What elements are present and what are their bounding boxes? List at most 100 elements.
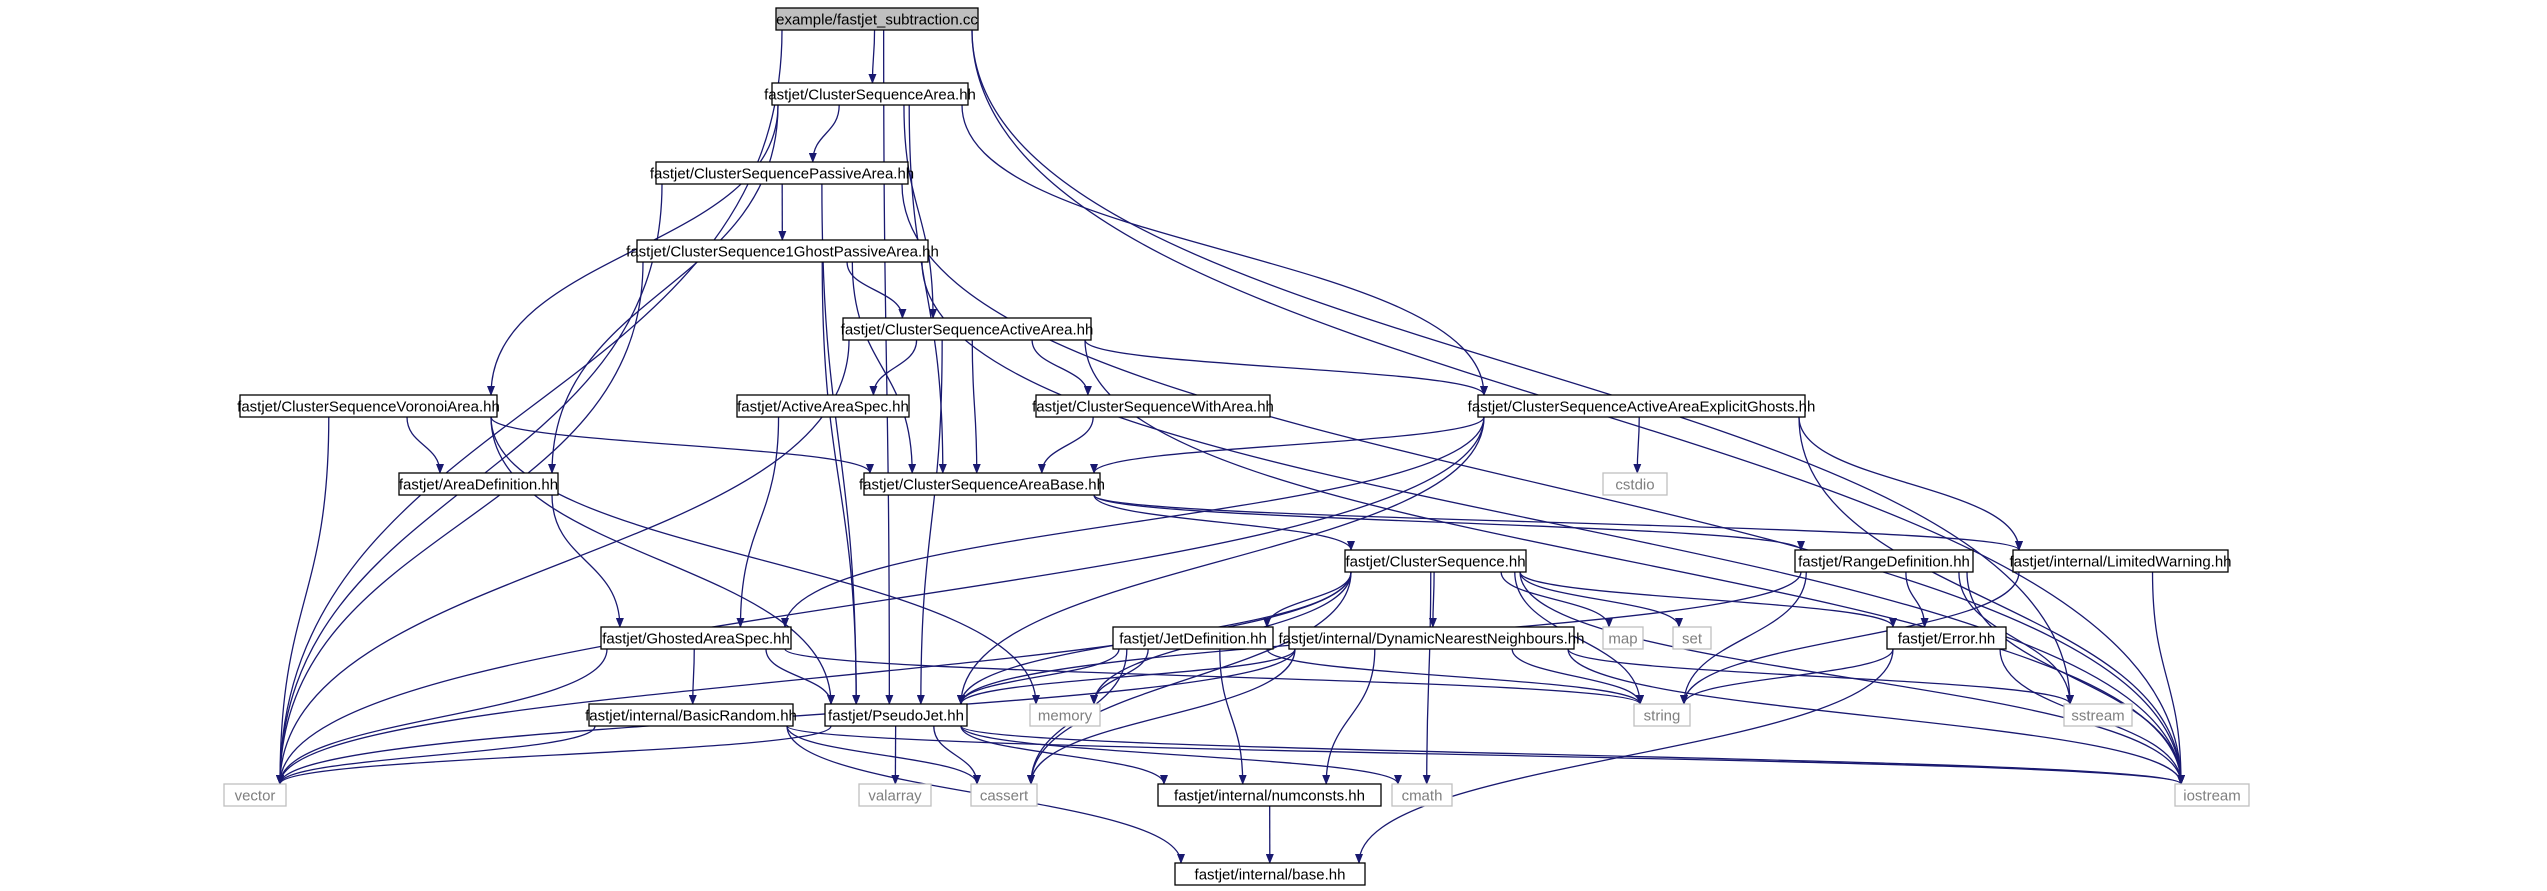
node-box xyxy=(736,394,910,418)
edge-cs-to-jd xyxy=(1263,571,1352,628)
edge-cs-to-dnn xyxy=(1428,571,1437,628)
edge-line xyxy=(1084,339,2185,785)
edge-gas-to-vector xyxy=(276,648,608,785)
node-box xyxy=(588,703,794,727)
edge-csva-to-memory xyxy=(490,416,1040,705)
node-br[interactable]: fastjet/internal/BasicRandom.hh xyxy=(585,703,797,727)
node-lw[interactable]: fastjet/internal/LimitedWarning.hh xyxy=(2009,549,2232,573)
node-box xyxy=(655,161,909,185)
node-csaaeg[interactable]: fastjet/ClusterSequenceActiveAreaExplici… xyxy=(1468,394,1816,418)
node-base[interactable]: fastjet/internal/base.hh xyxy=(1174,862,1366,886)
edge-pj-to-iostream xyxy=(960,725,2185,785)
edge-line xyxy=(883,29,894,705)
node-aas[interactable]: fastjet/ActiveAreaSpec.hh xyxy=(736,394,910,418)
node-box xyxy=(1112,626,1274,650)
edge-line xyxy=(1798,416,2023,551)
edge-rd-to-string xyxy=(1680,571,1807,705)
node-dnn[interactable]: fastjet/internal/DynamicNearestNeighbour… xyxy=(1279,626,1585,650)
edge-csaaeg-to-iostream xyxy=(1798,416,2185,785)
edge-csaa-to-iostream xyxy=(1084,339,2185,785)
edge-dnn-to-string xyxy=(1511,648,1644,705)
edge-root-to-csa xyxy=(868,29,877,84)
node-box xyxy=(2174,783,2250,807)
node-cstdio: cstdio xyxy=(1602,472,1668,496)
node-label: fastjet/internal/base.hh xyxy=(1195,867,1346,884)
node-csaa[interactable]: fastjet/ClusterSequenceActiveArea.hh xyxy=(841,317,1094,341)
node-label: cmath xyxy=(1402,788,1443,805)
node-box xyxy=(1602,472,1668,496)
edge-pj-to-cmath xyxy=(960,725,1402,785)
node-label: fastjet/ClusterSequenceArea.hh xyxy=(764,87,976,104)
node-box xyxy=(239,394,498,418)
node-cswa[interactable]: fastjet/ClusterSequenceWithArea.hh xyxy=(1032,394,1274,418)
edge-err-to-string xyxy=(1680,648,1894,705)
edge-line xyxy=(1966,571,2185,785)
node-cs1g[interactable]: fastjet/ClusterSequence1GhostPassiveArea… xyxy=(626,239,939,263)
node-label: fastjet/ClusterSequenceWithArea.hh xyxy=(1032,399,1274,416)
edge-line xyxy=(551,494,624,628)
node-cs[interactable]: fastjet/ClusterSequence.hh xyxy=(1344,549,1527,573)
edge-gas-to-string xyxy=(784,648,1644,705)
edge-cswa-to-csab xyxy=(1037,416,1094,474)
edge-line xyxy=(276,571,1352,785)
node-label: valarray xyxy=(868,788,922,805)
edge-line xyxy=(276,339,850,785)
node-cmath: cmath xyxy=(1391,783,1453,807)
edge-line xyxy=(916,339,943,705)
node-root[interactable]: example/fastjet_subtraction.cc xyxy=(775,7,979,31)
edge-line xyxy=(1031,339,1092,396)
node-err[interactable]: fastjet/Error.hh xyxy=(1886,626,2007,650)
edge-line xyxy=(736,416,780,628)
node-label: sstream xyxy=(2071,708,2124,725)
edge-gas-to-br xyxy=(688,648,697,705)
node-valarray: valarray xyxy=(858,783,932,807)
edge-line xyxy=(786,725,981,785)
node-label: memory xyxy=(1038,708,1093,725)
node-cspa[interactable]: fastjet/ClusterSequencePassiveArea.hh xyxy=(650,161,914,185)
edge-csab-to-cs xyxy=(1093,494,1355,551)
node-csab[interactable]: fastjet/ClusterSequenceAreaBase.hh xyxy=(859,472,1105,496)
edge-br-to-vector xyxy=(276,725,596,785)
edge-rd-to-sstream xyxy=(1958,571,2074,705)
edge-csaaeg-to-lw xyxy=(1798,416,2023,551)
edge-csaaeg-to-pj xyxy=(957,416,1485,705)
edge-lw-to-string xyxy=(1680,571,2020,705)
edge-line xyxy=(1428,571,1437,628)
node-nc[interactable]: fastjet/internal/numconsts.hh xyxy=(1157,783,1382,807)
edge-csaaeg-to-cstdio xyxy=(1633,416,1642,474)
edge-cs-to-set xyxy=(1519,571,1683,628)
node-box xyxy=(2012,549,2229,573)
node-ad[interactable]: fastjet/AreaDefinition.hh xyxy=(398,472,559,496)
node-gas[interactable]: fastjet/GhostedAreaSpec.hh xyxy=(600,626,792,650)
node-label: fastjet/JetDefinition.hh xyxy=(1119,631,1267,648)
node-csva[interactable]: fastjet/ClusterSequenceVoronoiArea.hh xyxy=(237,394,500,418)
node-label: cassert xyxy=(980,788,1029,805)
node-box xyxy=(1794,549,1974,573)
edge-line xyxy=(1567,648,2074,705)
edge-csva-to-vector xyxy=(276,416,330,785)
node-box xyxy=(1477,394,1806,418)
node-csa[interactable]: fastjet/ClusterSequenceArea.hh xyxy=(764,82,976,106)
edge-line xyxy=(1093,494,1805,551)
node-label: fastjet/internal/LimitedWarning.hh xyxy=(2009,554,2231,571)
edge-line xyxy=(406,416,444,474)
node-box xyxy=(775,7,979,31)
node-rd[interactable]: fastjet/RangeDefinition.hh xyxy=(1794,549,1974,573)
node-jd[interactable]: fastjet/JetDefinition.hh xyxy=(1112,626,1274,650)
edge-gas-to-pj xyxy=(765,648,835,705)
edge-line xyxy=(765,648,835,705)
edge-lw-to-iostream xyxy=(2151,571,2185,785)
node-label: fastjet/PseudoJet.hh xyxy=(828,708,964,725)
edge-cs-to-vector xyxy=(276,571,1352,785)
edge-line xyxy=(1500,571,1613,628)
edge-line xyxy=(957,648,1120,705)
edge-line xyxy=(971,339,981,474)
edge-line xyxy=(1093,494,1355,551)
edge-line xyxy=(1680,571,2020,705)
edge-line xyxy=(1514,571,1644,705)
node-pj[interactable]: fastjet/PseudoJet.hh xyxy=(824,703,968,727)
edge-cs-to-map xyxy=(1500,571,1613,628)
node-label: string xyxy=(1644,708,1681,725)
edge-line xyxy=(1798,416,2185,785)
node-box xyxy=(863,472,1101,496)
